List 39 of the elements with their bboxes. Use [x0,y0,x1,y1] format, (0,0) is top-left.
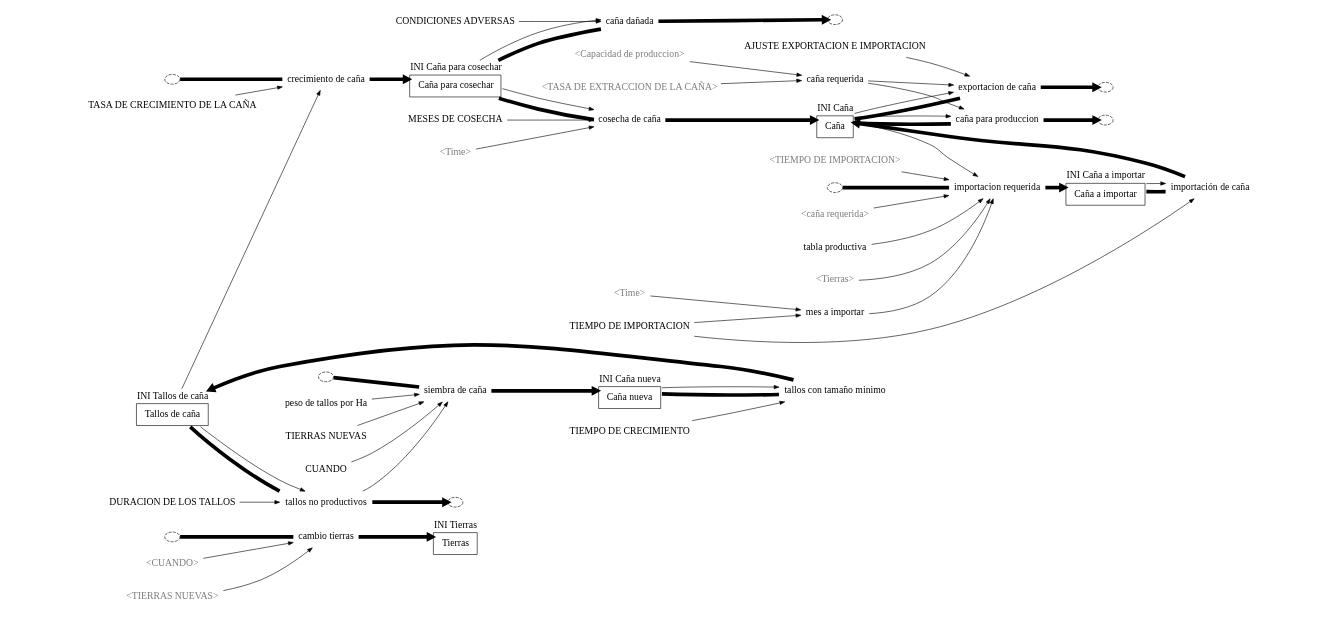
node-label: INI Tallos de caña [137,389,209,401]
node-text: caña para produccion [955,113,1039,125]
node-label: INI Caña nueva [599,372,661,384]
node-text: DURACION DE LOS TALLOS [109,495,236,507]
node-text: TASA DE CRECIMIENTO DE LA CAÑA [88,99,257,111]
node-text: MESES DE COSECHA [408,113,503,125]
node-text: tabla productiva [803,240,867,252]
node-label: INI Caña [817,101,854,113]
node-text: CONDICIONES ADVERSAS [395,14,515,26]
node-text: CUANDO [305,462,347,474]
node-text: TIERRAS NUEVAS [285,429,367,441]
node-text: tallos con tamaño minimo [784,384,886,396]
node-text: peso de tallos por Ha [284,396,368,408]
node-text: TIEMPO DE CRECIMIENTO [569,424,690,436]
node-text: exportacion de caña [958,80,1037,92]
node-text: cambio tierras [298,530,354,542]
node-text: <Capacidad de produccion> [574,47,685,59]
node-text: TIEMPO DE IMPORTACION [569,320,690,332]
node-text: siembra de caña [424,384,487,396]
node-text: caña dañada [605,14,654,26]
node-label: INI Caña a importar [1066,169,1146,181]
node-text: importación de caña [1170,180,1250,192]
node-text: <TASA DE EXTRACCION DE LA CAÑA> [541,80,718,92]
node-text: cosecha de caña [598,113,661,125]
node-text: <TIERRAS NUEVAS> [126,589,219,601]
node-text: <Time> [439,146,471,158]
node-text: crecimiento de caña [287,72,365,84]
node-text: <CUANDO> [146,556,199,568]
node-text: <caña requerida> [801,207,869,219]
node-text: <Time> [614,287,646,299]
node-text: <Tierras> [815,273,855,285]
node-text: tallos no productivos [285,495,367,507]
node-label: INI Tierras [434,518,477,530]
node-text: AJUSTE EXPORTACION E IMPORTACION [744,39,926,51]
node-text: mes a importar [805,306,865,318]
node-text: <TIEMPO DE IMPORTACION> [769,154,901,166]
node-text: caña requerida [806,72,864,84]
node-text: importacion requerida [954,180,1041,192]
node-label: INI Caña para cosechar [410,61,502,73]
